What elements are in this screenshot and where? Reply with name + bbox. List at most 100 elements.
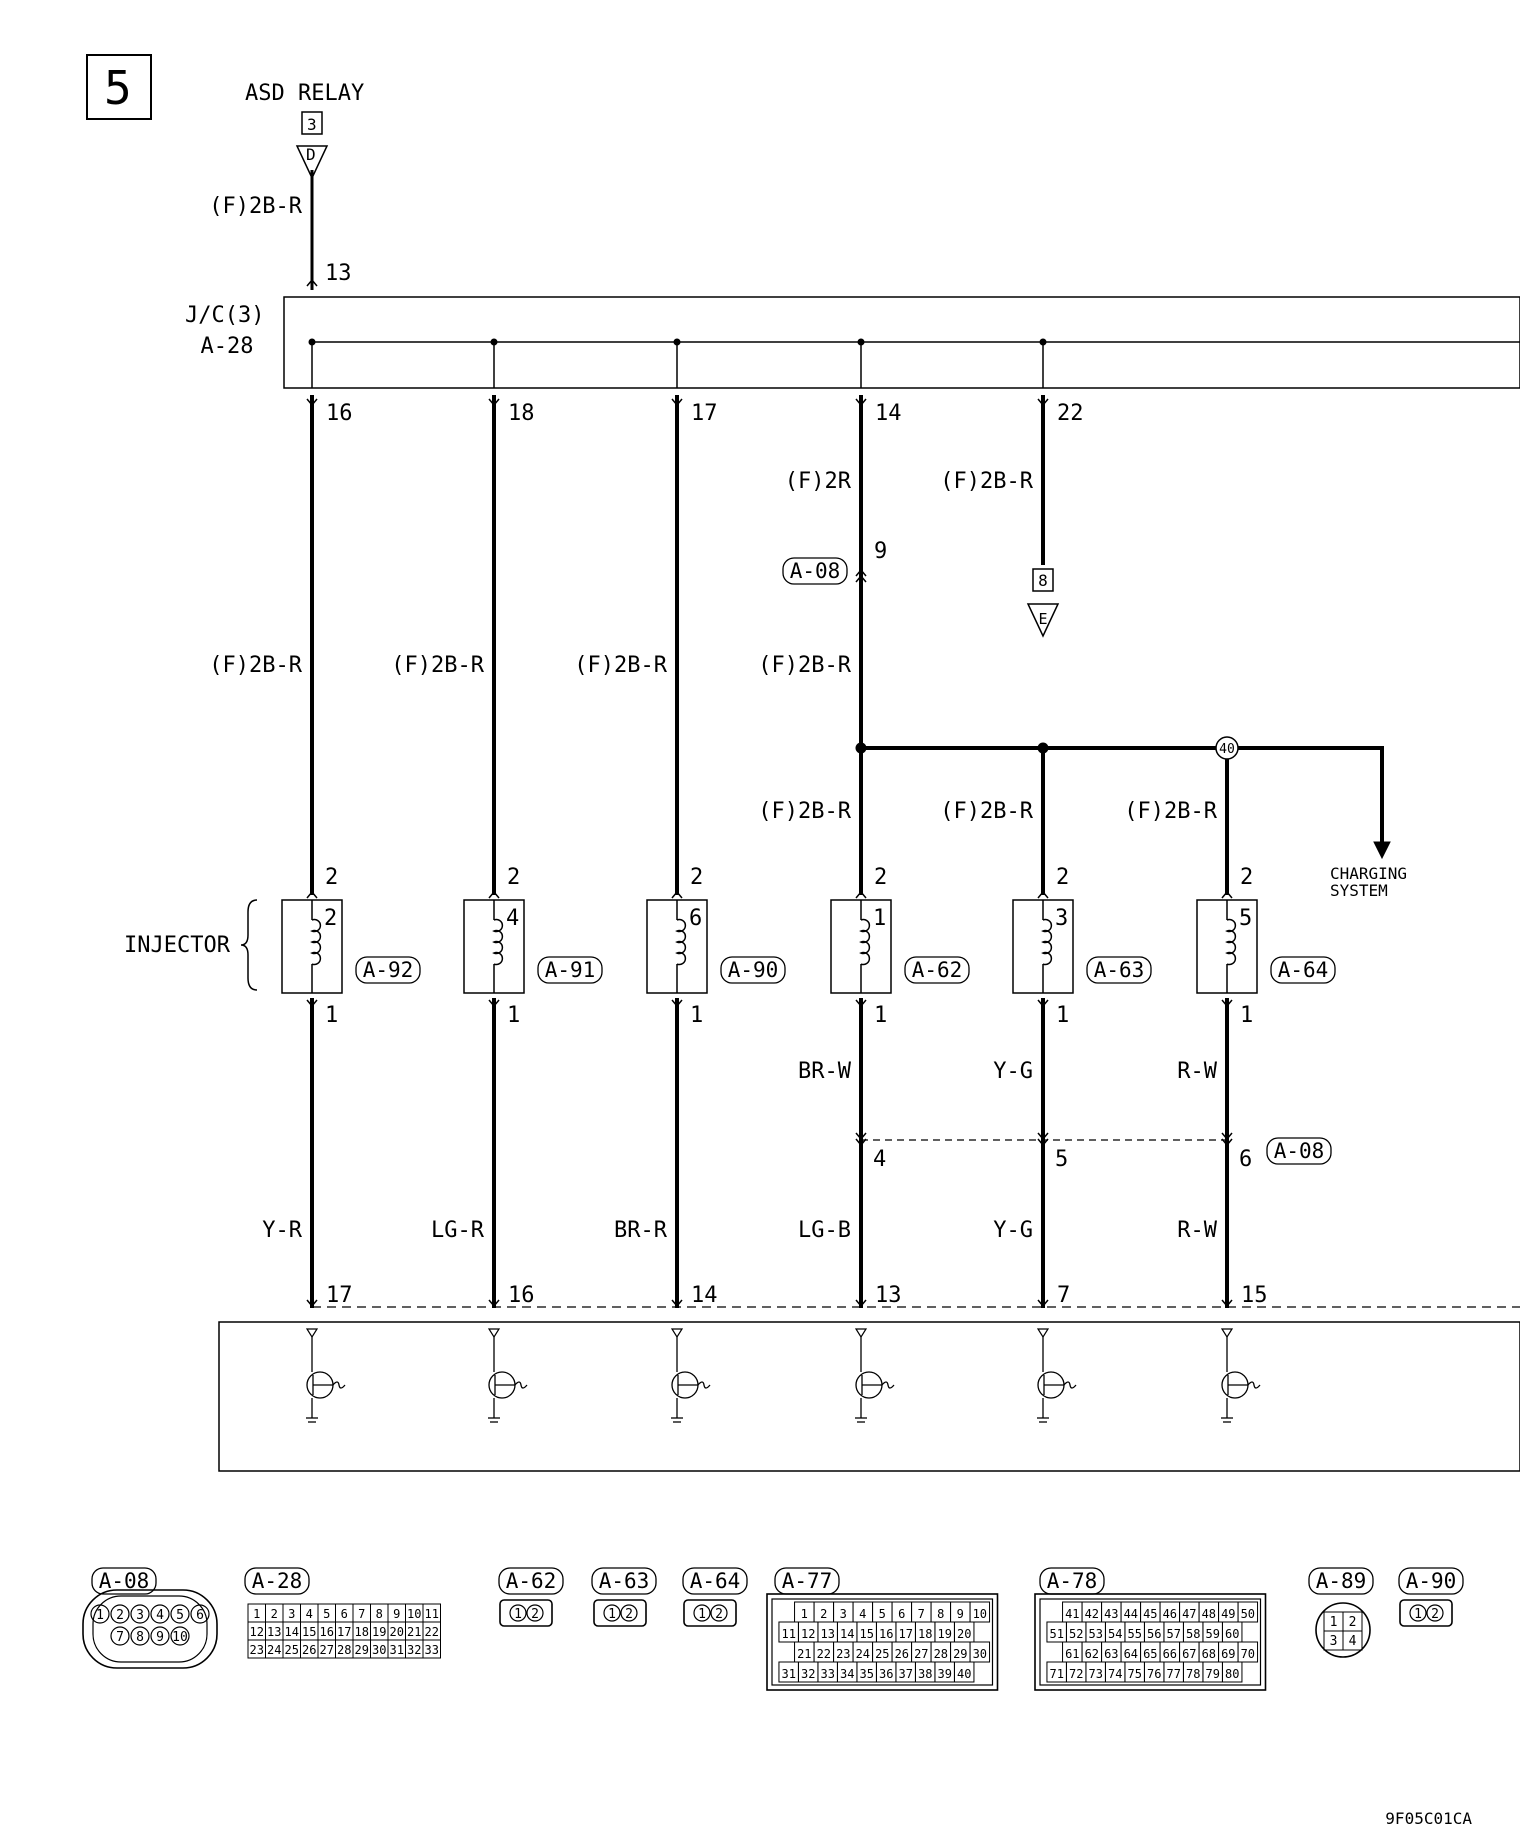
conn-a-28-pin: 33 — [425, 1643, 439, 1657]
conn-a-08-pin-frame — [130, 1604, 150, 1624]
col5-inj-connector: A-63 — [1094, 958, 1145, 982]
conn-a-78-pin: 49 — [1221, 1607, 1235, 1621]
conn-a-78-pin: 67 — [1182, 1647, 1196, 1661]
col2-jc-pin: 18 — [508, 401, 535, 426]
conn-a-77-pin: 8 — [937, 1607, 944, 1621]
col6-lower-wire-label: R-W — [1177, 1059, 1217, 1084]
conn-a-78-pin: 59 — [1205, 1627, 1219, 1641]
conn-a-78-pin: 44 — [1124, 1607, 1138, 1621]
conn-a-77-pin: 5 — [879, 1607, 886, 1621]
col5-ecm-input-tri — [1036, 1328, 1050, 1339]
col1-inj-pin-top: 2 — [325, 865, 338, 890]
conn-a-78-pin: 61 — [1065, 1647, 1079, 1661]
conn-a-28-pin: 1 — [253, 1607, 260, 1621]
conn-a-08-pin-frame — [170, 1604, 190, 1624]
conn-a-28-pin: 15 — [302, 1625, 316, 1639]
conn-a-90-pin: 1 — [1414, 1607, 1422, 1622]
conn-a-78-pin: 65 — [1143, 1647, 1157, 1661]
col6-inj-pin-top: 2 — [1240, 865, 1253, 890]
conn-a-77-pin: 18 — [918, 1627, 932, 1641]
col5-jc-pin: 22 — [1057, 401, 1084, 426]
col6-branch-wire-label: (F)2B-R — [1124, 799, 1217, 824]
conn-a-28-pin: 25 — [285, 1643, 299, 1657]
conn-a-78-pin: 74 — [1108, 1667, 1122, 1681]
conn-a-77-pin: 28 — [934, 1647, 948, 1661]
conn-a-28-pin: 2 — [271, 1607, 278, 1621]
col3-ecm-pin-chevron — [671, 1299, 683, 1308]
conn-a-77-pin: 9 — [957, 1607, 964, 1621]
conn-a-28-pin: 28 — [337, 1643, 351, 1657]
col6-a08-connector-frame — [1266, 1137, 1332, 1165]
conn-a-62-pin: 1 — [514, 1607, 522, 1622]
conn-a-77-pin: 40 — [957, 1667, 971, 1681]
col6-a08-pin: 6 — [1239, 1147, 1252, 1172]
conn-a-28-pin: 32 — [407, 1643, 421, 1657]
col4-ecm-pin: 13 — [875, 1283, 902, 1308]
conn-a-08-pin: 7 — [116, 1630, 124, 1645]
conn-a-78-pin: 58 — [1186, 1627, 1200, 1641]
col4-inj-connector-frame — [904, 956, 970, 984]
conn-a-28-pin: 12 — [250, 1625, 264, 1639]
injector-brace — [240, 899, 258, 991]
col2-inj-number: 4 — [506, 906, 519, 931]
col5-inj-pin-bottom: 1 — [1056, 1003, 1069, 1028]
conn-a-28-pin: 18 — [355, 1625, 369, 1639]
conn-a-78-pin: 77 — [1166, 1667, 1180, 1681]
conn-a-64-label: A-64 — [690, 1569, 741, 1593]
conn-a-78-pin: 80 — [1225, 1667, 1239, 1681]
conn-a-78-pin: 52 — [1069, 1627, 1083, 1641]
col3-ecm-pin: 14 — [691, 1283, 718, 1308]
conn-a-77-pin: 14 — [840, 1627, 854, 1641]
conn-a-78-pin: 69 — [1221, 1647, 1235, 1661]
col5-box-number-frame — [1032, 568, 1054, 592]
conn-a-28-pin: 17 — [337, 1625, 351, 1639]
conn-a-08-pin: 5 — [176, 1608, 184, 1623]
conn-a-77-pin: 31 — [781, 1667, 795, 1681]
asd-relay-arrow-frame — [295, 145, 329, 180]
conn-a-77-pin: 11 — [781, 1627, 795, 1641]
col3-inj-coil — [675, 918, 687, 966]
conn-a-89-pin: 4 — [1349, 1634, 1357, 1649]
conn-a-62-pin-frame — [526, 1604, 544, 1622]
col2-inj-pin-top: 2 — [507, 865, 520, 890]
conn-a-78-pin: 46 — [1163, 1607, 1177, 1621]
conn-a-08-pin-frame — [110, 1604, 130, 1624]
col4-mid-wire-label: (F)2B-R — [758, 653, 851, 678]
conn-a-78-pin: 64 — [1124, 1647, 1138, 1661]
figure-code: 9F05C01CA — [1385, 1809, 1472, 1828]
conn-a-90-label-frame — [1398, 1567, 1464, 1595]
conn-a-89-label: A-89 — [1316, 1569, 1367, 1593]
col4-a08-chevron-1 — [855, 1132, 867, 1141]
conn-a-62-pin: 2 — [531, 1607, 539, 1622]
conn-a-77-pin: 10 — [973, 1607, 987, 1621]
conn-a-08-shell — [82, 1589, 218, 1669]
conn-a-78-pin: 72 — [1069, 1667, 1083, 1681]
conn-a-77-pin: 19 — [937, 1627, 951, 1641]
conn-a-77-pin: 37 — [898, 1667, 912, 1681]
conn-a-78-pin-frame — [1237, 1601, 1259, 1623]
jc-label: J/C(3) — [185, 303, 264, 328]
col3-inj-top-chevron — [671, 890, 683, 899]
conn-a-89-pin-frame — [1342, 1630, 1363, 1651]
col1-jc-pin: 16 — [326, 401, 353, 426]
conn-a-08-pin: 9 — [156, 1630, 164, 1645]
conn-a-63-pin: 2 — [625, 1607, 633, 1622]
conn-a-78-pin-frame — [1221, 1661, 1243, 1683]
col4-a08-chevron-2 — [855, 1138, 867, 1147]
col5-transistor-squiggle — [1063, 1381, 1077, 1389]
col5-inj-top-chevron — [1037, 890, 1049, 899]
col3-inj-pin-top: 2 — [690, 865, 703, 890]
col3-jc-pin: 17 — [691, 401, 718, 426]
conn-a-90-pin: 2 — [1431, 1607, 1439, 1622]
conn-a-28-pin: 11 — [425, 1607, 439, 1621]
conn-a-28-label: A-28 — [252, 1569, 303, 1593]
conn-a-77-pin: 15 — [859, 1627, 873, 1641]
col4-mid-connector-frame — [782, 557, 848, 585]
col4-ecm-input-tri — [854, 1328, 868, 1339]
conn-a-08-pin: 1 — [96, 1608, 104, 1623]
col3-inj-connector: A-90 — [728, 958, 779, 982]
asd-relay-pin: 13 — [325, 261, 352, 286]
conn-a-77-pin-frame — [969, 1641, 991, 1663]
col5-a08-chevron-2 — [1037, 1138, 1049, 1147]
col2-inj-connector-frame — [537, 956, 603, 984]
